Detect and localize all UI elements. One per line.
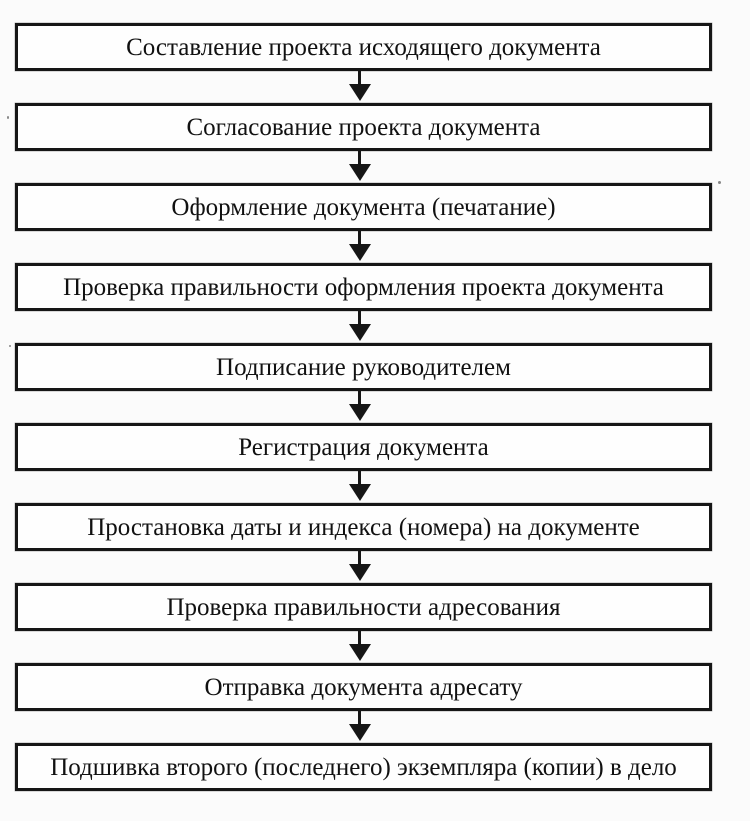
down-arrow-icon [11,311,708,343]
arrow-head [348,324,371,341]
scan-speck [718,181,721,184]
down-arrow-icon [11,231,708,263]
arrow-head [348,404,371,421]
flow-step-5: Подписание руководителем [15,343,712,391]
down-arrow-icon [11,151,708,183]
flow-step-7: Простановка даты и индекса (номера) на д… [15,503,712,551]
arrow-head [348,644,371,661]
arrow-head [348,724,371,741]
down-arrow-icon [11,471,708,503]
flow-step-1: Составление проекта исходящего документа [15,23,712,71]
arrow-stem [358,71,361,84]
flow-step-8: Проверка правильности адресования [15,583,712,631]
down-arrow-icon [11,711,708,743]
down-arrow-icon [11,551,708,583]
arrow-head [348,564,371,581]
flow-step-4: Проверка правильности оформления проекта… [15,263,712,311]
arrow-stem [358,151,361,164]
flow-step-10: Подшивка второго (последнего) экземпляра… [15,743,712,791]
arrow-stem [358,471,361,484]
arrow-stem [358,711,361,724]
flow-step-6: Регистрация документа [15,423,712,471]
flowchart: Составление проекта исходящего документа… [15,23,712,791]
flow-step-2: Согласование проекта документа [15,103,712,151]
down-arrow-icon [11,71,708,103]
scan-speck [7,116,9,119]
arrow-head [348,164,371,181]
arrow-head [348,84,371,101]
flow-step-9: Отправка документа адресату [15,663,712,711]
scan-speck [9,345,11,347]
down-arrow-icon [11,391,708,423]
arrow-stem [358,631,361,644]
arrow-head [348,484,371,501]
arrow-stem [358,391,361,404]
arrow-stem [358,311,361,324]
arrow-stem [358,551,361,564]
arrow-stem [358,231,361,244]
down-arrow-icon [11,631,708,663]
arrow-head [348,244,371,261]
flow-step-3: Оформление документа (печатание) [15,183,712,231]
